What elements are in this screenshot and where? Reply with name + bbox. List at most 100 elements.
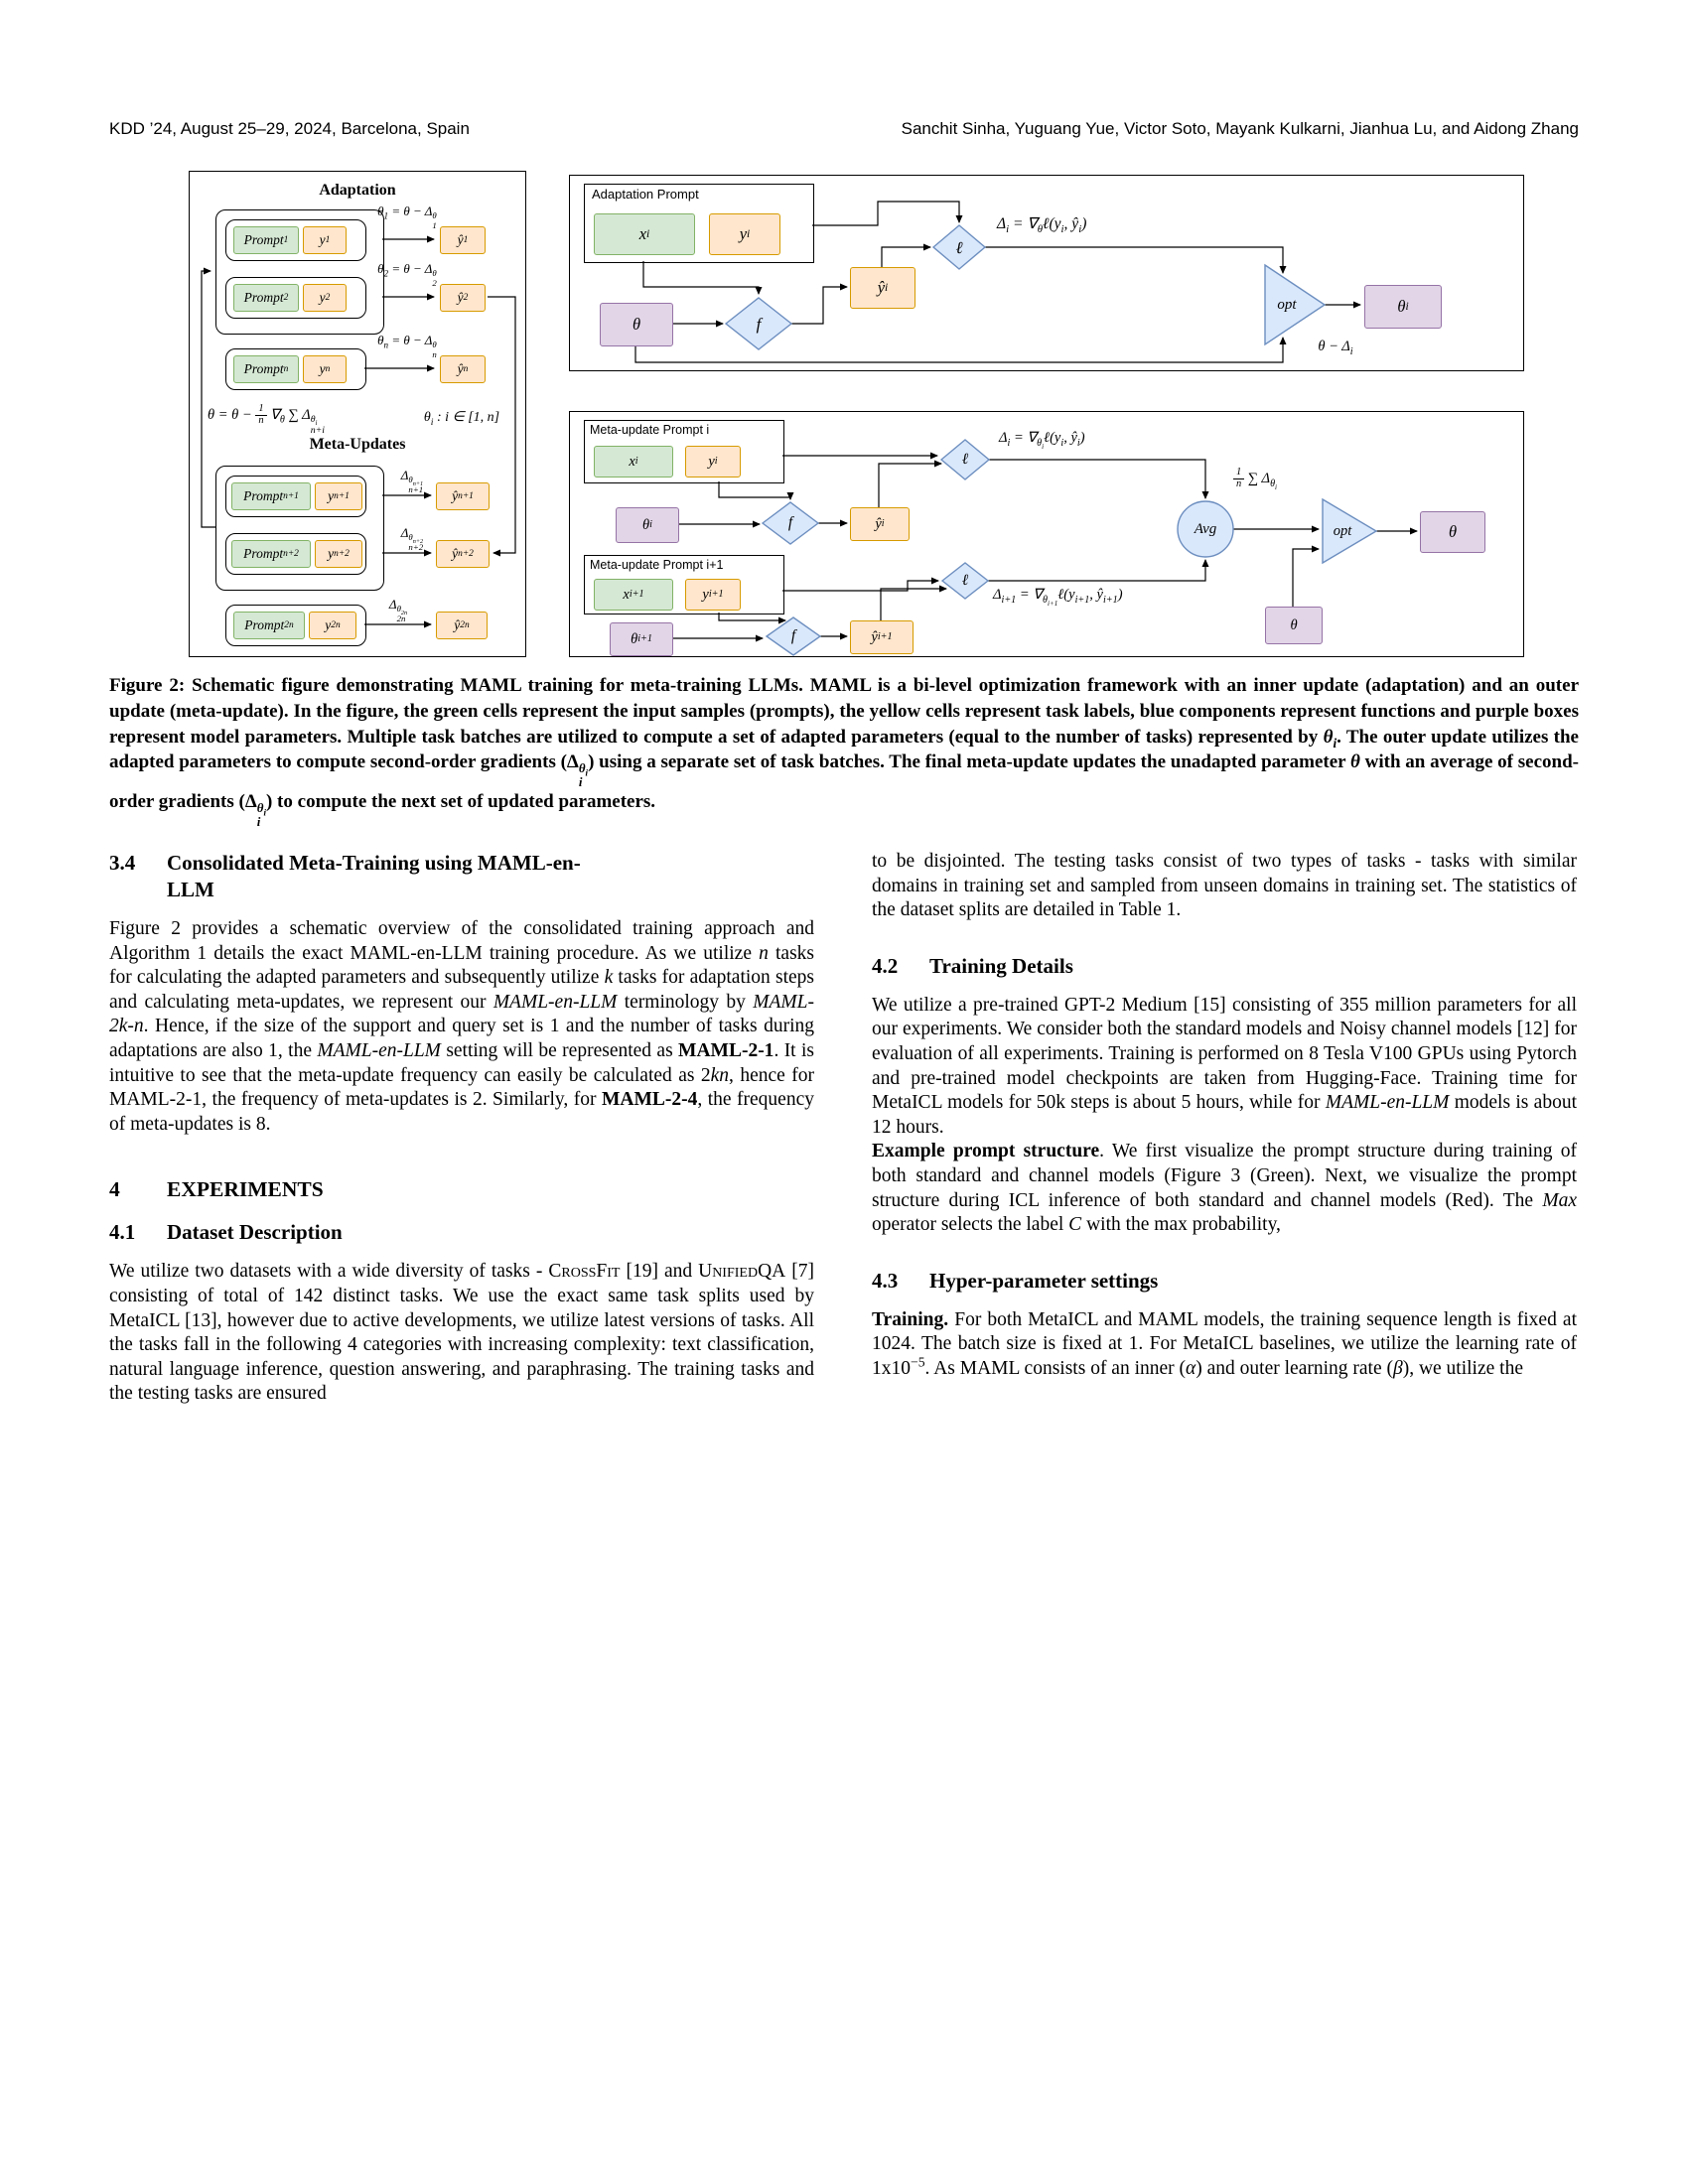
section-title: Hyper-parameter settings <box>929 1268 1159 1293</box>
adaptation-group-frame <box>215 209 384 335</box>
paragraph-3-4-body: Figure 2 provides a schematic overview o… <box>109 918 815 1135</box>
gradient-i-equation: Δi = ∇θiℓ(yi, ŷi) <box>999 430 1085 451</box>
flow-arrow <box>718 481 794 500</box>
f-function-diamond <box>765 616 822 656</box>
flow-arrow <box>782 577 939 592</box>
opt-label: opt <box>1333 522 1352 539</box>
opt-triangle <box>1322 497 1378 565</box>
section-number: 4.2 <box>872 953 899 978</box>
avg-label: Avg <box>1194 520 1217 537</box>
meta-update-prompt-i1-title: Meta-update Prompt i+1 <box>590 558 724 572</box>
avg-circle <box>1177 500 1234 558</box>
section-heading-4-2: 4.2 Training Details <box>872 953 1577 980</box>
section-heading-4: 4 EXPERIMENTS <box>109 1176 814 1203</box>
gradient-equation: Δi = ∇θℓ(yi, ŷi) <box>997 215 1087 236</box>
flow-arrow <box>718 613 786 624</box>
meta-update-arrows-layer <box>671 439 1418 656</box>
theta-condition-label: θi : i ∈ [1, n] <box>423 410 500 428</box>
prompt-row-frame <box>225 277 366 319</box>
loss-label: ℓ <box>961 451 969 469</box>
flow-arrow <box>642 261 763 295</box>
section-title: Consolidated Meta-Training using MAML-en… <box>167 851 581 901</box>
flow-arrow <box>985 246 1287 274</box>
flow-arrow <box>989 459 1209 499</box>
flow-arrow <box>634 337 1287 363</box>
right-column: to be disjointed. The testing tasks cons… <box>872 850 1577 1382</box>
running-header-conference: KDD ’24, August 25–29, 2024, Barcelona, … <box>109 119 470 138</box>
f-function-label: f <box>790 627 796 645</box>
meta-update-prompt-i1-frame <box>584 555 784 614</box>
opt-triangle <box>1264 263 1327 346</box>
left-column: 3.4 Consolidated Meta-Training using MAM… <box>109 850 814 1407</box>
loss-diamond <box>940 562 990 600</box>
overview-arrows-layer <box>201 235 516 628</box>
adaptation-prompt-frame <box>584 184 814 263</box>
section-number: 3.4 <box>109 851 136 875</box>
adapt-to-meta-feedback-arrow <box>488 296 516 557</box>
running-header-authors: Sanchit Sinha, Yuguang Yue, Victor Soto,… <box>901 119 1579 138</box>
section-title: EXPERIMENTS <box>167 1177 324 1202</box>
meta-update-prompt-i-title: Meta-update Prompt i <box>590 423 710 437</box>
meta-update-prompt-i-frame <box>584 420 784 483</box>
theta-update-label: θ − Δi <box>1318 339 1353 357</box>
figure-2-caption: Figure 2: Schematic figure demonstrating… <box>109 675 1579 830</box>
section-heading-4-3: 4.3 Hyper-parameter settings <box>872 1268 1577 1295</box>
f-function-label: f <box>787 514 793 532</box>
flow-arrow <box>988 559 1209 582</box>
loss-label: ℓ <box>955 237 963 257</box>
flow-arrow <box>878 460 942 507</box>
prompt-row-frame <box>225 533 366 575</box>
section-number: 4 <box>109 1177 120 1202</box>
section-title: Dataset Description <box>167 1220 343 1245</box>
theta-out-param-cell: θ <box>1420 511 1485 553</box>
prompt-row-frame <box>225 605 366 646</box>
flow-arrow <box>812 201 963 226</box>
section-title: Training Details <box>929 953 1073 978</box>
gradient-i1-equation: Δi+1 = ∇θi+1ℓ(yi+1, ŷi+1) <box>993 587 1123 608</box>
opt-label: opt <box>1277 296 1297 313</box>
paragraph-4-2-body: We utilize a pre-trained GPT-2 Medium [1… <box>872 994 1577 1138</box>
paragraph-4-1-body: We utilize two datasets with a wide dive… <box>109 1261 814 1405</box>
loss-label: ℓ <box>961 572 969 590</box>
flow-arrow <box>1292 545 1320 607</box>
meta-to-adapt-feedback-arrow <box>201 267 215 528</box>
loss-diamond <box>939 439 991 480</box>
paragraph-4-3-body: Training. For both MetaICL and MAML mode… <box>872 1308 1577 1379</box>
theta-in-param-cell: θ <box>1265 607 1323 644</box>
meta-updates-section-title: Meta-Updates <box>309 436 406 453</box>
prompt-row-frame <box>225 219 366 261</box>
flow-arrow <box>880 585 947 620</box>
